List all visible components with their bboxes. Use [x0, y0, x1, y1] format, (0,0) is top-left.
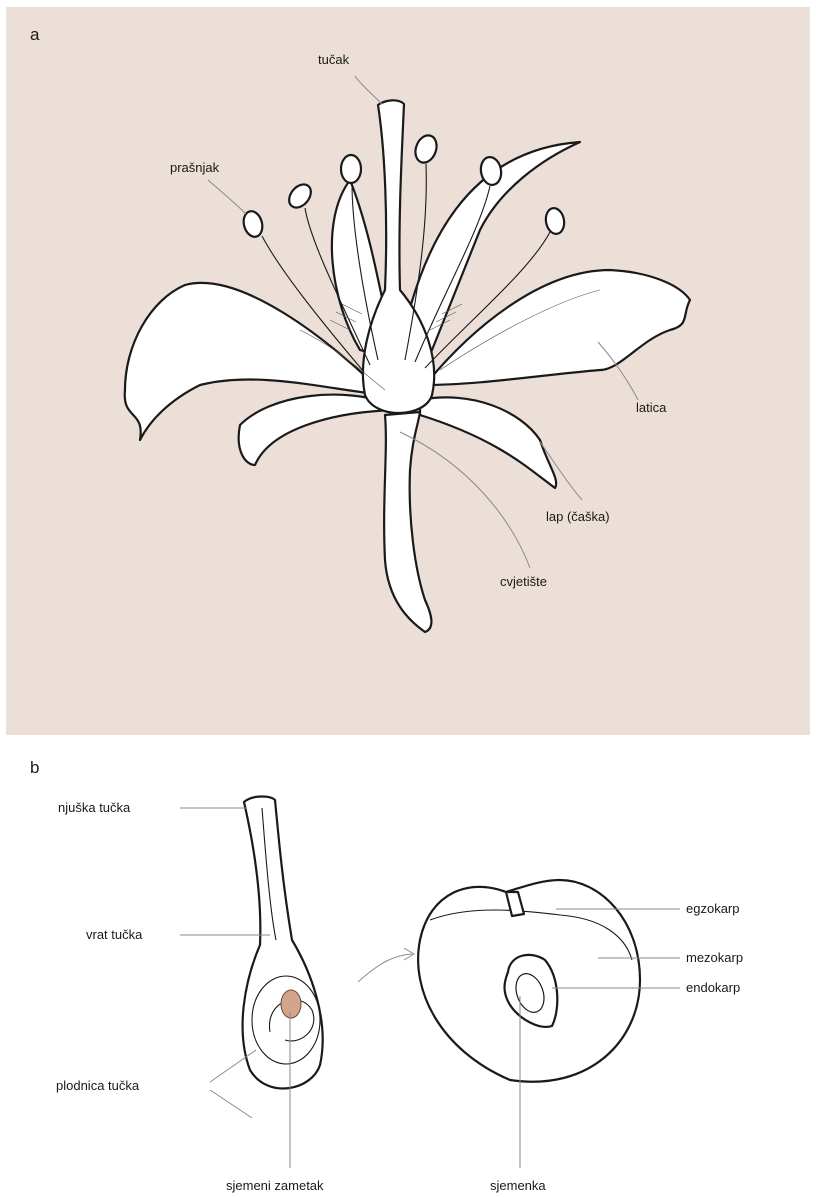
label-endokarp: endokarp	[686, 980, 740, 995]
label-mezokarp: mezokarp	[686, 950, 743, 965]
anther-2	[285, 180, 316, 211]
sepal-right	[420, 397, 556, 488]
panel-b-letter: b	[30, 758, 39, 778]
label-tucak: tučak	[318, 52, 349, 67]
label-sjemeni-zametak: sjemeni zametak	[226, 1178, 324, 1193]
anther-1	[241, 209, 265, 239]
pistil-outline	[243, 796, 323, 1088]
anther-4	[412, 132, 440, 165]
label-cvjetiste: cvjetište	[500, 574, 547, 589]
anther-6	[544, 207, 566, 236]
label-njuska-tucka: njuška tučka	[58, 800, 130, 815]
transform-arrow	[358, 954, 412, 982]
ovule	[281, 990, 301, 1018]
label-latica: latica	[636, 400, 666, 415]
flower-illustration	[125, 100, 690, 632]
label-sjemenka: sjemenka	[490, 1178, 546, 1193]
label-plodnica-tucka: plodnica tučka	[56, 1078, 139, 1093]
label-egzokarp: egzokarp	[686, 901, 739, 916]
label-prasnjak: prašnjak	[170, 160, 219, 175]
fruit-detail	[418, 880, 640, 1082]
pistil-detail	[243, 796, 323, 1088]
anther-3	[341, 155, 361, 183]
panel-a-letter: a	[30, 25, 39, 45]
label-lap: lap (čaška)	[546, 509, 610, 524]
label-vrat-tucka: vrat tučka	[86, 927, 142, 942]
